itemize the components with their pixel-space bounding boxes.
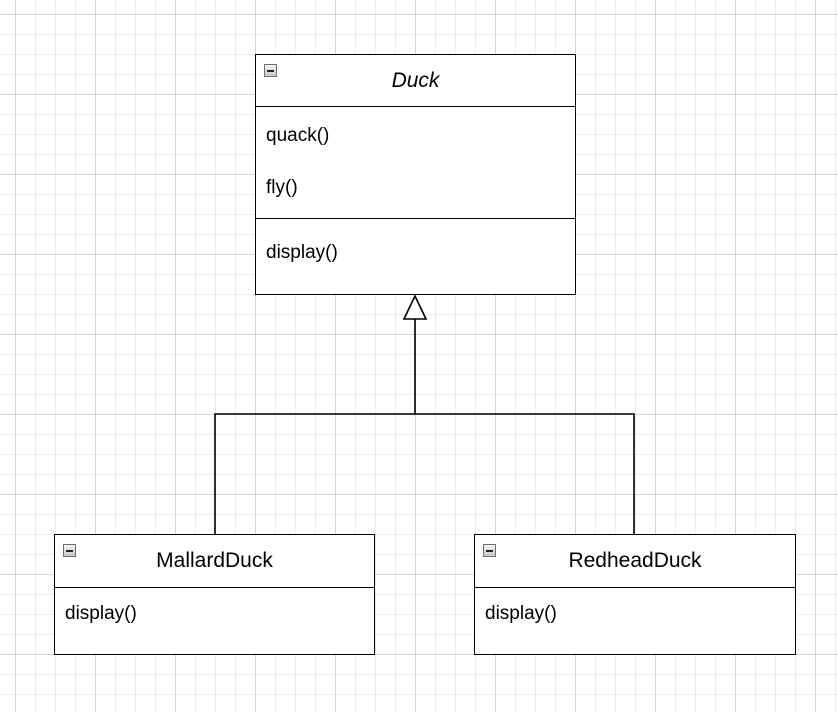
redhead-to-duck-edge[interactable]: [415, 413, 635, 534]
duck-fields-section: quack() fly(): [256, 107, 575, 219]
redheadduck-methods-section: display(): [475, 588, 795, 640]
method-display[interactable]: display(): [266, 242, 338, 263]
mallardduck-methods-section: display(): [55, 588, 374, 640]
method-display[interactable]: display(): [485, 603, 557, 624]
class-name: Duck: [391, 68, 440, 92]
duck-methods-section: display(): [256, 219, 575, 279]
mallard-to-duck-edge[interactable]: [214, 319, 416, 534]
field-quack[interactable]: quack(): [266, 125, 330, 146]
collapse-icon[interactable]: [63, 544, 76, 557]
collapse-icon[interactable]: [483, 544, 496, 557]
mallardduck-class[interactable]: MallardDuck display(): [54, 534, 375, 655]
collapse-icon[interactable]: [264, 64, 277, 77]
class-name: MallardDuck: [156, 549, 273, 572]
class-name: RedheadDuck: [568, 549, 702, 572]
method-display[interactable]: display(): [65, 603, 137, 624]
redheadduck-class[interactable]: RedheadDuck display(): [474, 534, 796, 655]
duck-class[interactable]: Duck quack() fly() display(): [255, 54, 576, 295]
duck-class-header: Duck: [256, 55, 575, 107]
field-fly[interactable]: fly(): [266, 177, 298, 198]
redheadduck-class-header: RedheadDuck: [475, 535, 795, 588]
generalization-arrowhead: [402, 294, 428, 320]
mallardduck-class-header: MallardDuck: [55, 535, 374, 588]
